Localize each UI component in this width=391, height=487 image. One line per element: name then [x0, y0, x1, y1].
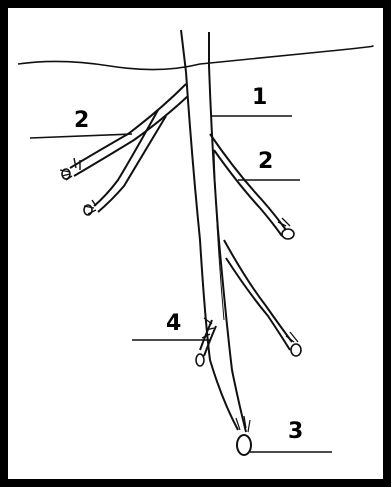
stem-left-edge — [181, 30, 186, 72]
frame-border — [4, 4, 387, 483]
left-lateral-roots — [70, 84, 188, 212]
small-lateral-root-tip — [196, 354, 204, 366]
label-lateral-root-right: 2 — [258, 151, 273, 173]
root-cap — [237, 435, 251, 455]
right-lateral-roots — [210, 134, 292, 350]
soil-surface-line — [18, 46, 373, 70]
right-root-hairs — [278, 218, 298, 342]
left-root-hairs-lower — [84, 200, 96, 214]
right-root-tip-upper — [282, 229, 294, 239]
label-root-tip: 3 — [288, 421, 303, 443]
label-lateral-root-left: 2 — [74, 110, 89, 132]
right-root-tip-lower — [291, 344, 301, 356]
label-root-hairs: 4 — [166, 313, 181, 335]
main-root — [186, 66, 246, 432]
label-main-root: 1 — [252, 87, 267, 109]
